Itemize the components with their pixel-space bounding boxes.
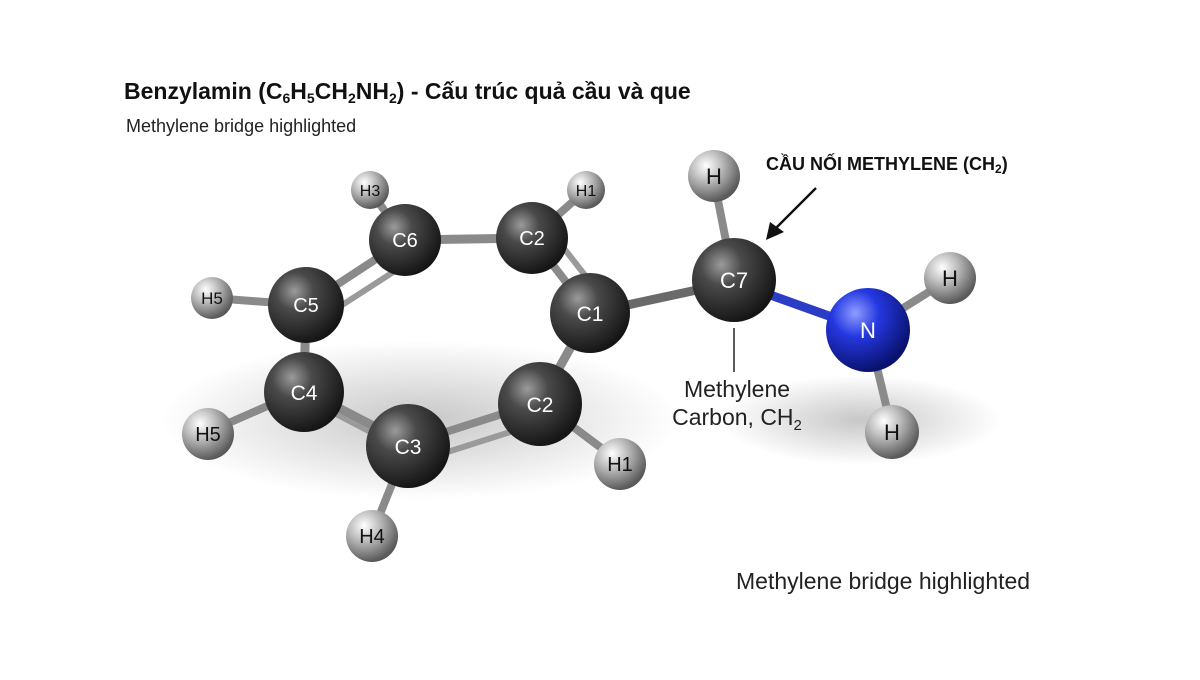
atom-c4 xyxy=(264,352,344,432)
atom-label-h5-upper: H5 xyxy=(201,289,223,308)
atom-n xyxy=(826,288,910,372)
atom-c3 xyxy=(366,404,450,488)
atom-c1 xyxy=(550,273,630,353)
atom-label-c3: C3 xyxy=(395,436,422,459)
annotation-lines xyxy=(733,187,817,372)
atom-c5 xyxy=(268,267,344,343)
atom-label-n: N xyxy=(860,318,876,343)
callout-arrow-line xyxy=(771,187,817,233)
atom-label-c6: C6 xyxy=(392,230,418,252)
atom-label-c5: C5 xyxy=(293,295,319,317)
atom-label-h-n-upper: H xyxy=(942,266,958,291)
atom-label-c2-top: C2 xyxy=(519,228,545,250)
atom-label-c2-bottom: C2 xyxy=(527,394,554,417)
footer-note: Methylene bridge highlighted xyxy=(736,568,1031,594)
atom-h-n-upper xyxy=(924,252,976,304)
methylene-carbon-label: Methylene Carbon, CH2 xyxy=(654,375,820,434)
callout-arrow-head xyxy=(766,222,784,240)
page-title: Benzylamin (C6H5CH2NH2) - Cấu trúc quả c… xyxy=(124,78,691,106)
atom-c2-bottom xyxy=(498,362,582,446)
atom-label-h5-lower: H5 xyxy=(195,424,221,446)
atom-h-c7 xyxy=(688,150,740,202)
atom-h1-bottom xyxy=(594,438,646,490)
atom-c2-top xyxy=(496,202,568,274)
atom-h-n-lower xyxy=(865,405,919,459)
atom-label-c4: C4 xyxy=(291,382,318,405)
atoms: H3 H1 H5 H5 H4 H1 H H H C6 C2 C5 xyxy=(182,150,976,562)
atom-h1-top xyxy=(567,171,605,209)
atom-h5-upper xyxy=(191,277,233,319)
atom-c6 xyxy=(369,204,441,276)
methylene-label-line1: Methylene xyxy=(683,376,791,402)
atom-h3 xyxy=(351,171,389,209)
atom-label-h1-bottom: H1 xyxy=(607,454,633,476)
atom-label-c1: C1 xyxy=(577,303,604,326)
atom-label-h-c7: H xyxy=(706,164,722,189)
methylene-label-line2: Carbon, CH2 xyxy=(672,404,802,434)
atom-h4 xyxy=(346,510,398,562)
atom-label-h3: H3 xyxy=(360,183,381,200)
atom-label-h-n-lower: H xyxy=(884,420,900,445)
methylene-bridge-callout: CẦU NỐI METHYLENE (CH2) xyxy=(766,154,1008,176)
atom-label-h4: H4 xyxy=(359,526,385,548)
atom-label-h1-top: H1 xyxy=(576,183,597,200)
atom-h5-lower xyxy=(182,408,234,460)
atom-label-c7: C7 xyxy=(720,268,748,293)
page-subtitle: Methylene bridge highlighted xyxy=(126,116,357,136)
atom-c7 xyxy=(692,238,776,322)
